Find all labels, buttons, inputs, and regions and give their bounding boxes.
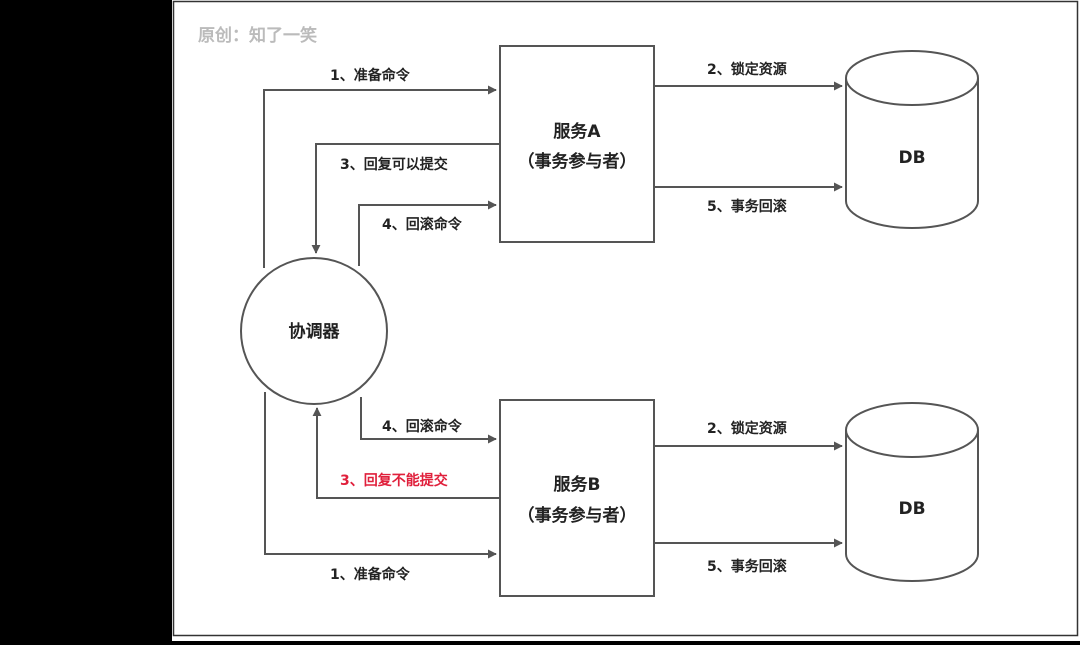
- service-a-name: 服务A: [553, 121, 601, 142]
- coordinator-node: [240, 257, 388, 405]
- db-b-label: DB: [898, 499, 925, 519]
- watermark-text: 原创：知了一笑: [198, 25, 317, 46]
- edge-rollback-cmd-a: [358, 200, 497, 266]
- db-a-node: [845, 50, 979, 229]
- edge-prepare-b-label: 1、准备命令: [330, 566, 411, 583]
- edge-rollback-cmd-b: [360, 397, 497, 444]
- service-b-role: （事务参与者）: [518, 505, 637, 526]
- edge-rollback-cmd-a-label: 4、回滚命令: [382, 216, 463, 233]
- edge-prepare-b: [264, 392, 497, 559]
- edge-rollback-b-label: 5、事务回滚: [707, 558, 788, 575]
- service-a-node: [499, 45, 655, 243]
- diagram-frame: [172, 0, 1079, 637]
- edge-reply-a: [311, 143, 500, 254]
- db-a-label: DB: [898, 148, 925, 168]
- edge-rollback-a-label: 5、事务回滚: [707, 198, 788, 215]
- edge-reply-a-label: 3、回复可以提交: [340, 156, 448, 173]
- coordinator-label: 协调器: [289, 321, 341, 342]
- edge-prepare-a: [263, 85, 497, 268]
- edge-lock-b-label: 2、锁定资源: [707, 420, 787, 437]
- edge-lock-a-label: 2、锁定资源: [707, 61, 787, 78]
- edge-reply-b-label: 3、回复不能提交: [340, 472, 448, 489]
- service-b-name: 服务B: [554, 474, 601, 495]
- service-a-role: （事务参与者）: [518, 151, 637, 172]
- edge-prepare-a-label: 1、准备命令: [330, 67, 411, 84]
- service-b-node: [499, 399, 655, 597]
- db-b-node: [845, 402, 979, 582]
- edge-rollback-cmd-b-label: 4、回滚命令: [382, 418, 463, 435]
- edge-reply-b: [312, 407, 500, 499]
